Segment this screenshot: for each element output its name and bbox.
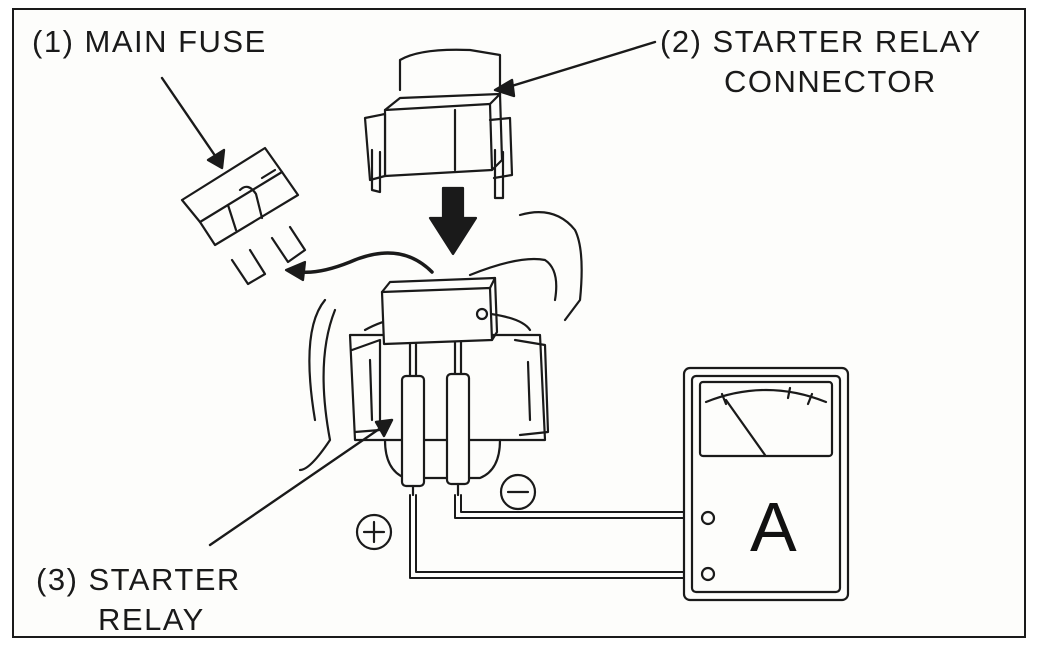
- test-leads: [409, 494, 703, 579]
- meter-terminal-bottom: [700, 566, 716, 582]
- connect-down-arrow: [428, 186, 478, 256]
- figure-frame: [12, 8, 1026, 638]
- meter-display: [698, 380, 834, 458]
- body-outline: [298, 48, 583, 472]
- main-fuse: [180, 146, 307, 286]
- label-arrows: [160, 40, 657, 547]
- negative-probe: [445, 372, 471, 486]
- label-starter-relay-line1: (3) STARTER: [36, 562, 241, 597]
- meter-terminal-top: [700, 510, 716, 526]
- positive-symbol: [355, 513, 393, 551]
- probes: [400, 340, 471, 497]
- meter-unit-letter: A: [750, 488, 797, 566]
- label-starter-relay-connector-line2: CONNECTOR: [724, 64, 937, 99]
- starter-relay-connector: [363, 92, 514, 200]
- positive-probe: [400, 374, 426, 488]
- label-starter-relay-line2: RELAY: [98, 602, 205, 637]
- ammeter: [682, 366, 850, 602]
- label-main-fuse: (1) MAIN FUSE: [32, 24, 267, 59]
- wire-to-fuse-arrow: [284, 251, 434, 282]
- polarity-marks: [355, 473, 537, 551]
- negative-symbol: [499, 473, 537, 511]
- label-starter-relay-connector-line1: (2) STARTER RELAY: [660, 24, 982, 59]
- meter-scale-arc: [704, 388, 828, 404]
- meter-needle: [724, 398, 767, 457]
